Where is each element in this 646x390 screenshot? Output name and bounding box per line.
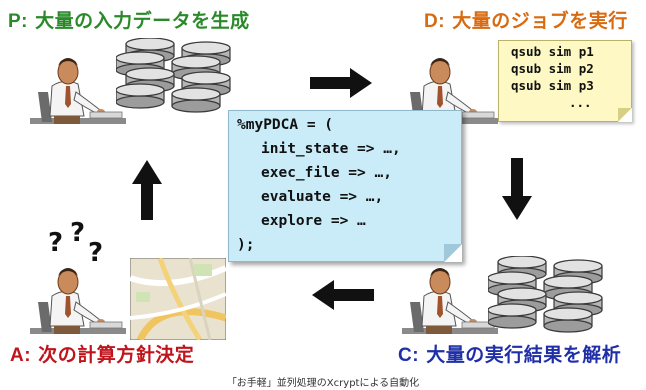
pdca-code-box: %myPDCA = ( init_state => …, exec_file =… (228, 110, 462, 262)
question-mark-1: ? (48, 228, 64, 258)
code-line-1: %myPDCA = ( (237, 117, 334, 133)
code-line-4: evaluate => …, (261, 189, 384, 205)
plan-text: 大量の入力データを生成 (35, 10, 250, 32)
plan-title: P: 大量の入力データを生成 (8, 6, 250, 33)
check-key: C: (398, 345, 420, 366)
code-box-fold (444, 244, 462, 262)
disk-stack-input-icon (116, 38, 231, 113)
check-text: 大量の実行結果を解析 (426, 344, 622, 366)
arrow-up (132, 160, 162, 220)
job-script-note: qsub sim p1 qsub sim p2 qsub sim p3 ... (498, 40, 632, 122)
act-title: A: 次の計算方針決定 (10, 340, 194, 367)
disk-stack-output-icon (488, 256, 603, 333)
do-text: 大量のジョブを実行 (452, 10, 628, 32)
job-line-3: qsub sim p3 (511, 78, 594, 93)
do-key: D: (424, 11, 446, 32)
job-script-text: qsub sim p1 qsub sim p2 qsub sim p3 ... (511, 43, 594, 111)
code-line-6: ); (237, 237, 255, 253)
job-line-4: ... (569, 95, 592, 110)
code-line-3: exec_file => …, (261, 165, 392, 181)
pdca-code: %myPDCA = ( init_state => …, exec_file =… (237, 113, 401, 257)
act-text: 次の計算方針決定 (38, 344, 195, 366)
do-title: D: 大量のジョブを実行 (424, 6, 628, 33)
job-line-2: qsub sim p2 (511, 61, 594, 76)
question-mark-2: ? (70, 218, 86, 248)
arrow-right (310, 68, 372, 98)
arrow-down (502, 158, 532, 220)
person-plan-illustration (30, 57, 127, 125)
job-line-1: qsub sim p1 (511, 44, 594, 59)
map-image (130, 258, 226, 340)
note-fold (618, 108, 632, 122)
check-title: C: 大量の実行結果を解析 (398, 340, 621, 367)
person-check-illustration (402, 267, 499, 335)
person-act-illustration (30, 267, 127, 335)
question-mark-3: ? (88, 238, 104, 268)
arrow-left (312, 280, 374, 310)
caption: 「お手軽」並列処理のXcryptによる自動化 (226, 378, 420, 389)
code-line-2: init_state => …, (261, 141, 401, 157)
plan-key: P: (8, 11, 28, 32)
code-line-5: explore => … (261, 213, 366, 229)
act-key: A: (10, 345, 32, 366)
